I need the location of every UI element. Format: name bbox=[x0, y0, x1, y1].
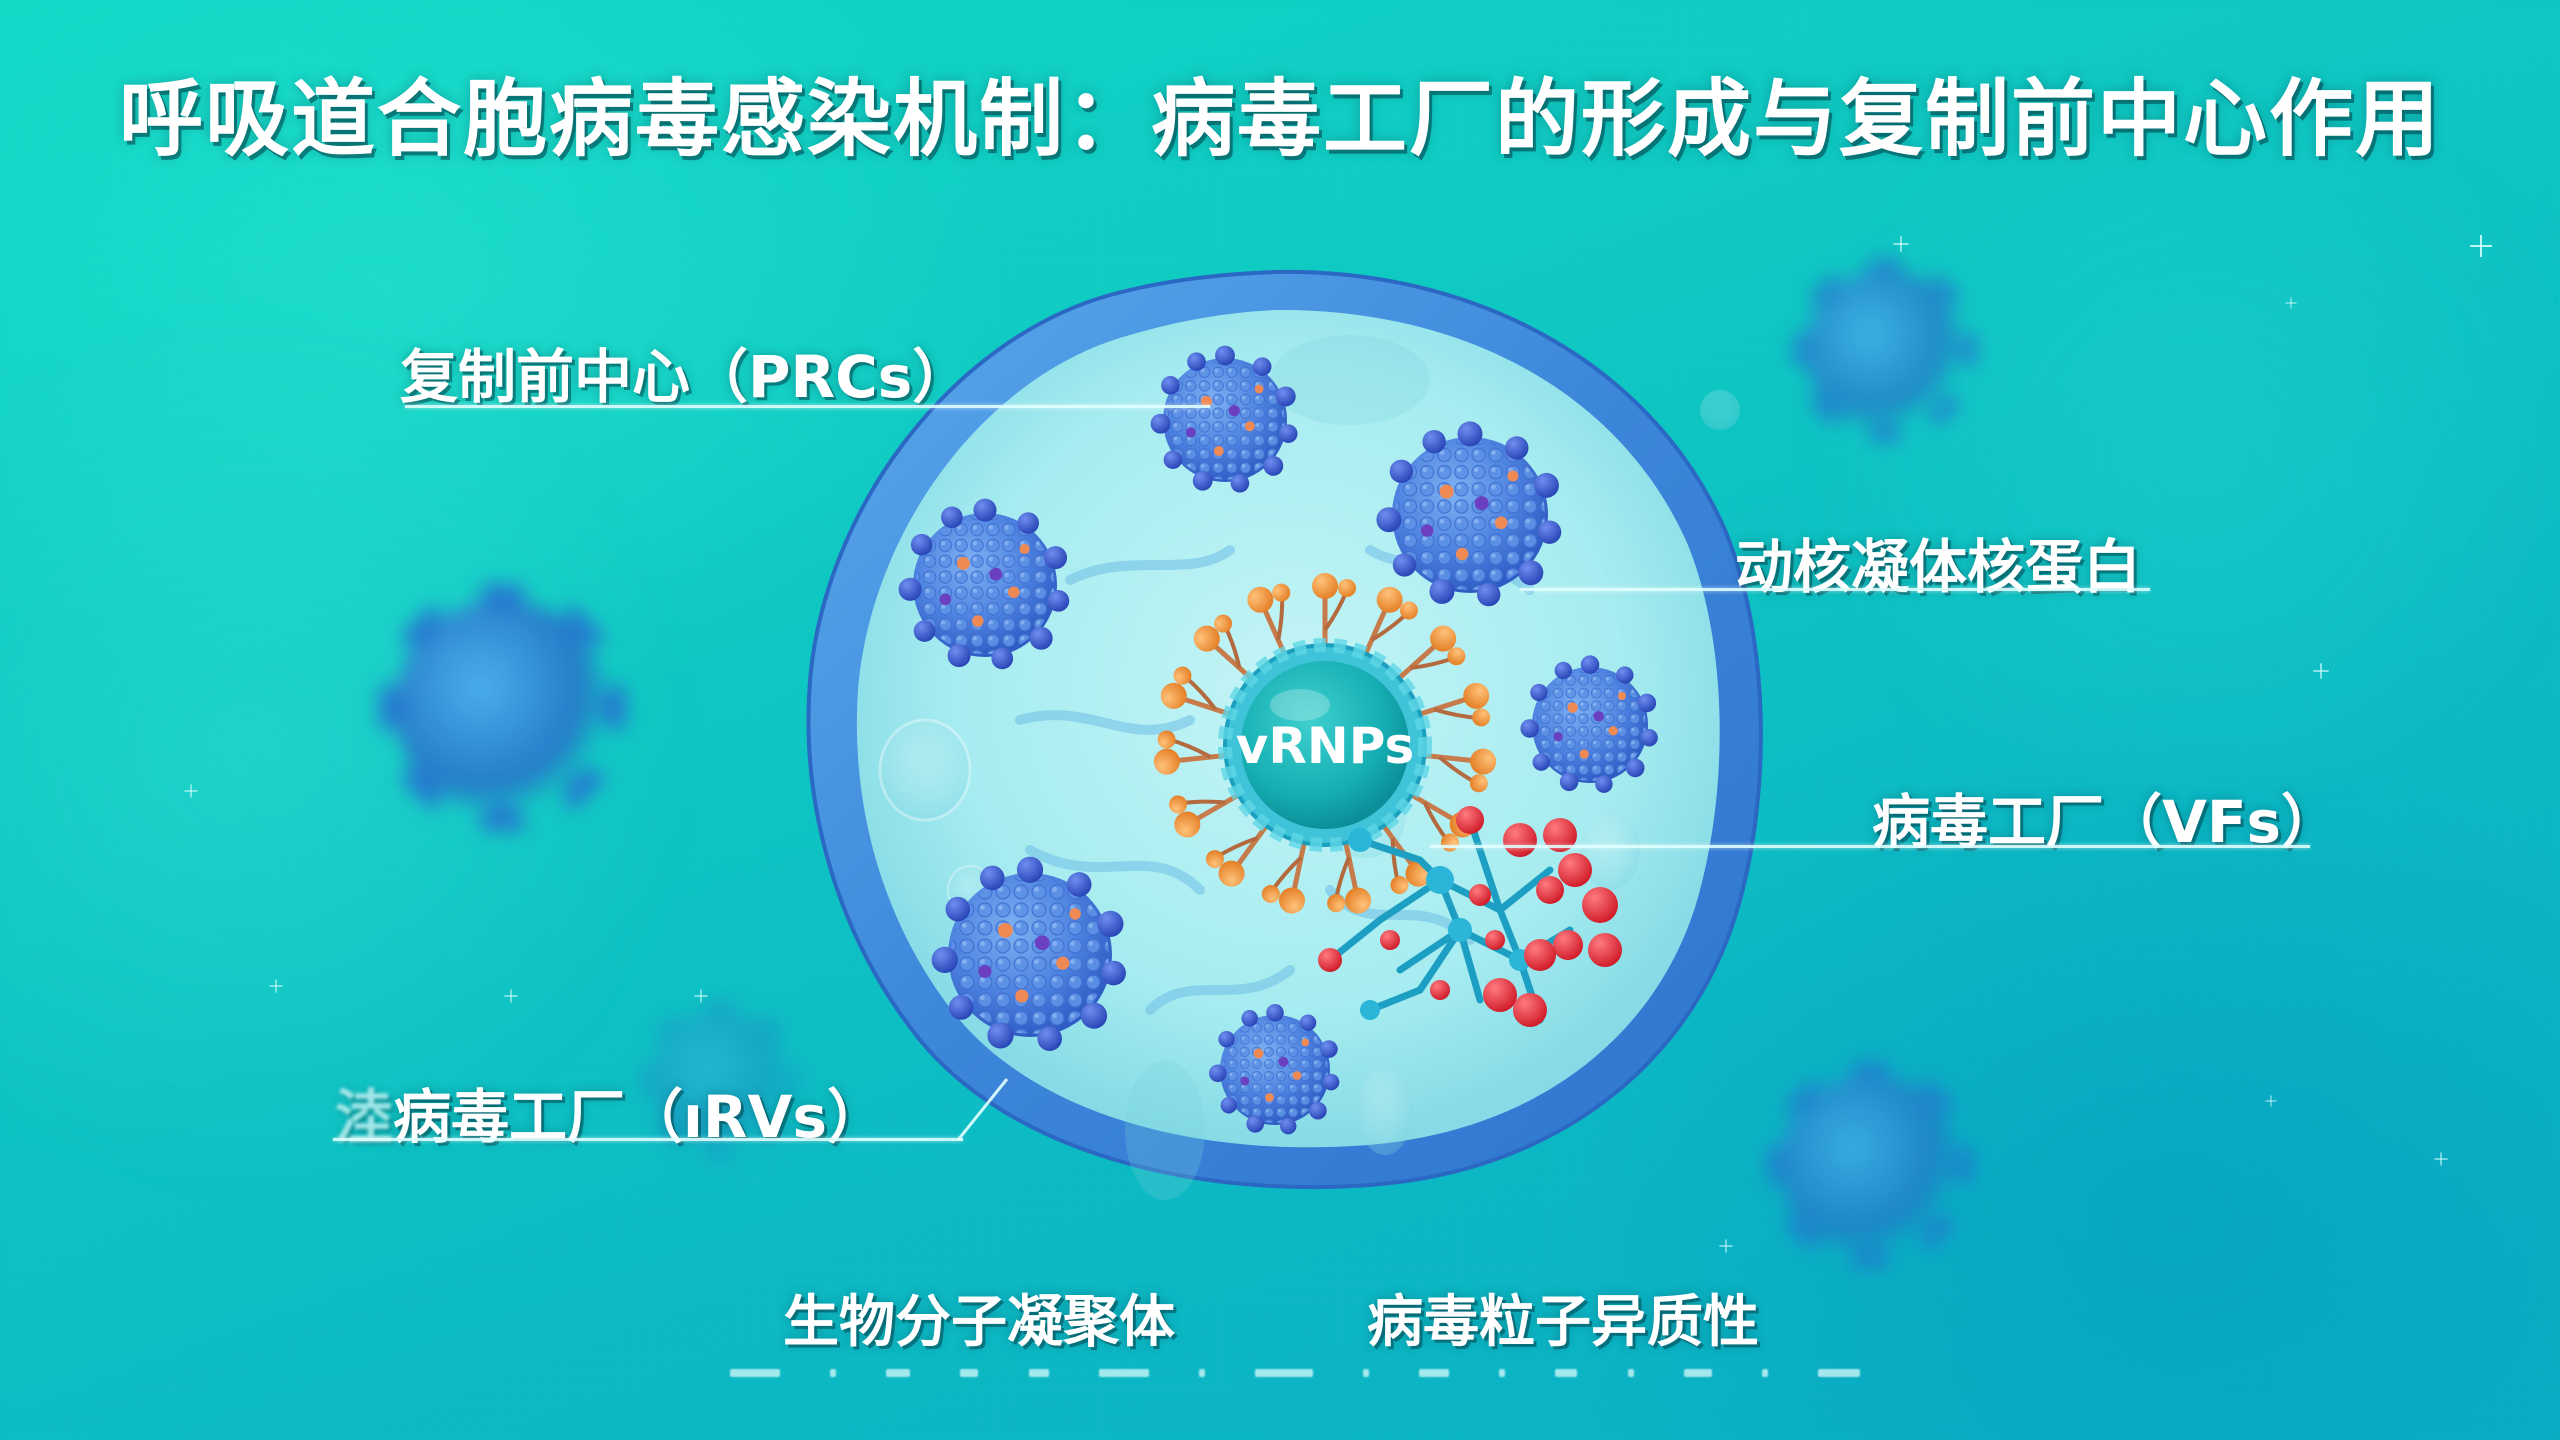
vrnp-complex: vRNPs bbox=[1151, 573, 1498, 920]
sparkle-icon bbox=[1719, 1239, 1733, 1253]
label-prcs: 复制前中心（PRCs） bbox=[400, 343, 971, 411]
sparkle-icon bbox=[2434, 1152, 2448, 1166]
illegible-caption-row bbox=[730, 1366, 1860, 1380]
sparkle-icon bbox=[269, 979, 283, 993]
leader-line-rvs bbox=[333, 1138, 963, 1141]
sparkle-icon bbox=[2265, 1095, 2277, 1107]
sparkle-icon bbox=[184, 784, 198, 798]
leader-line-prcs bbox=[405, 405, 1210, 408]
leader-line-vfs bbox=[1430, 845, 2310, 848]
background-virus-top-right bbox=[1792, 257, 1978, 443]
sparkle-icon bbox=[2313, 663, 2329, 679]
background-virus-bottom-right bbox=[1765, 1060, 1975, 1270]
leader-line-nucleoprotein bbox=[1520, 588, 2150, 591]
sparkle-icon bbox=[504, 989, 518, 1003]
vrnps-label: vRNPs bbox=[1236, 717, 1414, 775]
background-virus-bottom-left bbox=[638, 998, 802, 1162]
sparkle-icon bbox=[2285, 297, 2297, 309]
sparkle-icon bbox=[2470, 235, 2492, 257]
page-title: 呼吸道合胞病毒感染机制：病毒工厂的形成与复制前中心作用 bbox=[118, 70, 2441, 168]
sparkle-icon bbox=[694, 989, 708, 1003]
cell-diagram: vRNPs bbox=[806, 269, 1763, 1200]
background-virus-left bbox=[377, 582, 628, 833]
viral-factory-cluster bbox=[1318, 806, 1622, 1027]
background-glow bbox=[1750, 100, 2560, 800]
label-virion-heterogeneity: 病毒粒子异质性 bbox=[1367, 1290, 1759, 1355]
sparkle-icon bbox=[1893, 236, 1909, 252]
label-biomolecular-condensates: 生物分子凝聚体 bbox=[783, 1290, 1175, 1355]
label-rvs: 淕病毒工厂（ıRVs） bbox=[335, 1070, 885, 1154]
label-nucleoprotein: 动核凝体核蛋白 bbox=[1735, 533, 2142, 601]
label-vfs: 病毒工厂（VFs） bbox=[1872, 788, 2340, 856]
leader-line-rvs-diagonal bbox=[956, 1078, 1009, 1141]
